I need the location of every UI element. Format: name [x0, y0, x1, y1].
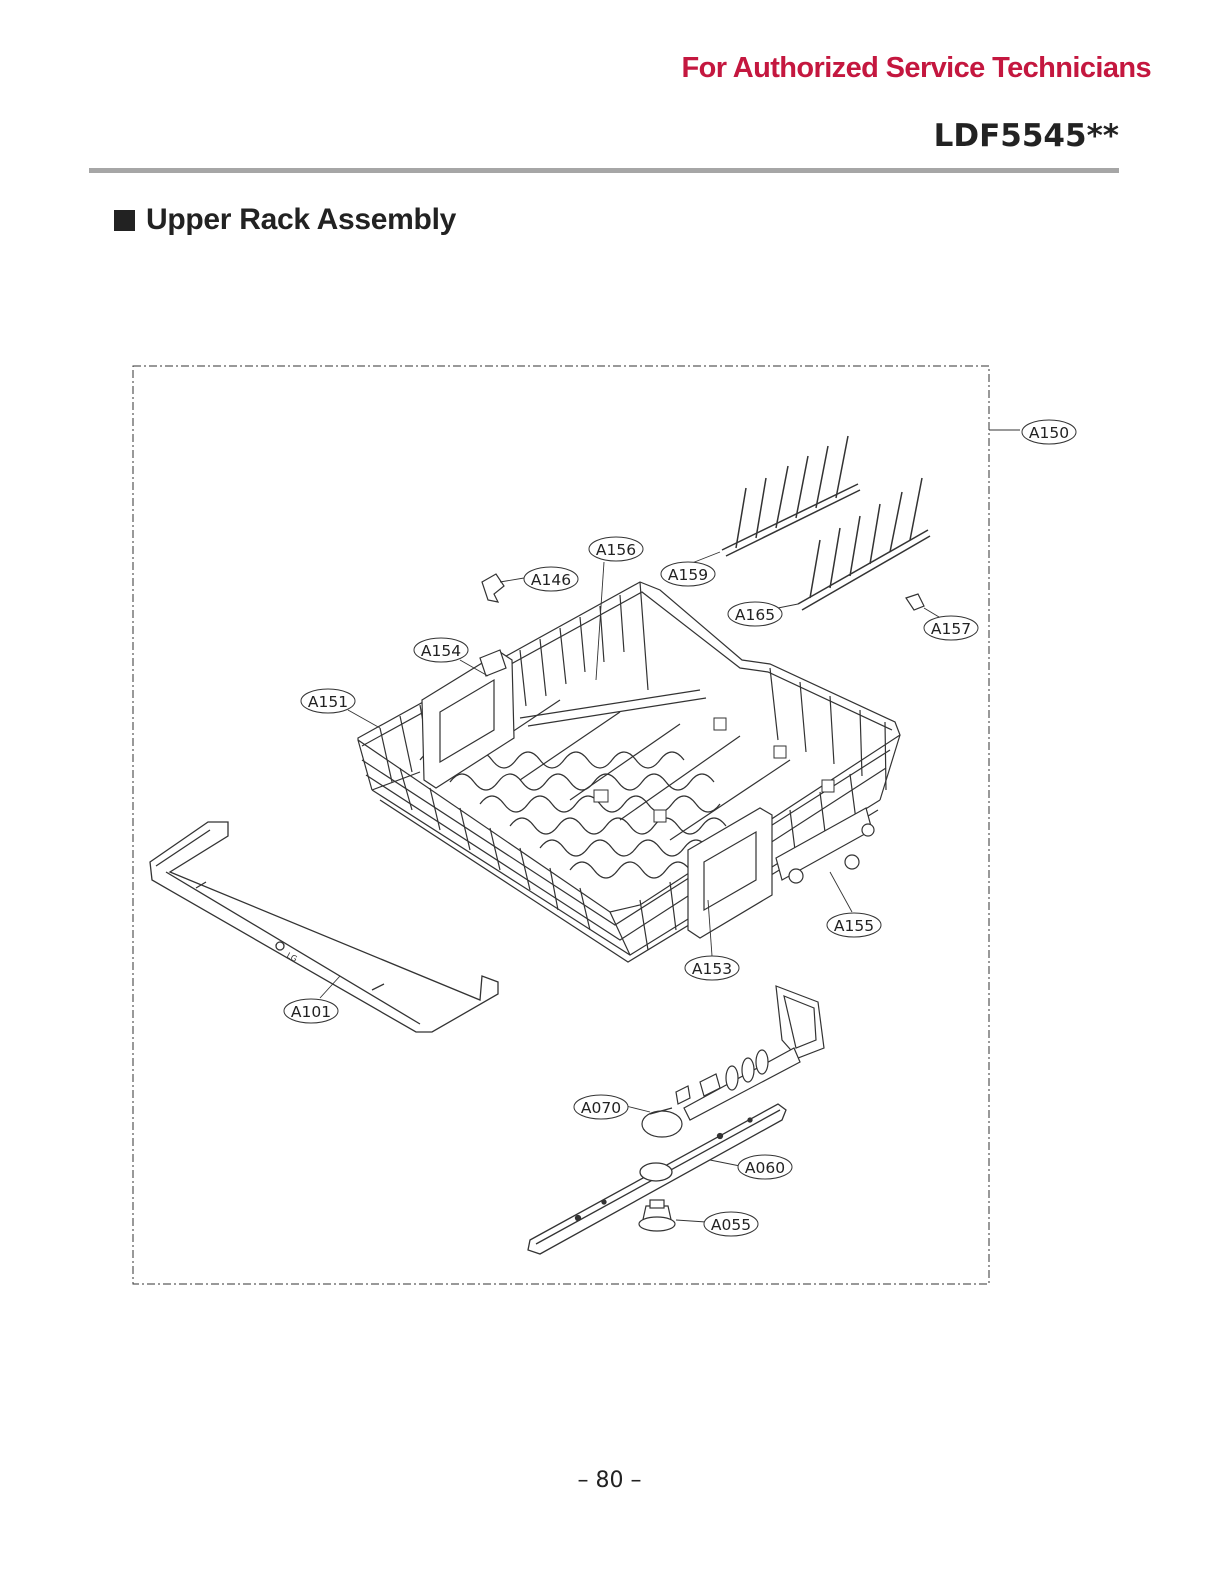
rack-stopper-clip-left	[482, 574, 504, 602]
callout-label-a150: A150	[1029, 424, 1069, 442]
callout-label-a146: A146	[531, 571, 571, 589]
callout-label-a156: A156	[596, 541, 636, 559]
callout-label-a101: A101	[291, 1003, 331, 1021]
leader-lines	[320, 430, 1020, 1222]
callout-label-a070: A070	[581, 1099, 621, 1117]
callout-label-a055: A055	[711, 1216, 751, 1234]
callout-label-a155: A155	[834, 917, 874, 935]
wash-arm-supply-tube	[642, 986, 824, 1137]
fold-down-tines-rear	[722, 436, 860, 556]
callout-label-a157: A157	[931, 620, 971, 638]
rack-clips	[594, 718, 834, 822]
wash-arm-nut	[639, 1200, 675, 1231]
callout-label-a151: A151	[308, 693, 348, 711]
page-number: – 80 –	[0, 1468, 1219, 1493]
callout-label-a153: A153	[692, 960, 732, 978]
callout-label-a154: A154	[421, 642, 461, 660]
callout-label-a060: A060	[745, 1159, 785, 1177]
callout-label-a165: A165	[735, 606, 775, 624]
callout-label-a159: A159	[668, 566, 708, 584]
rack-stopper-clip-right	[906, 594, 924, 610]
